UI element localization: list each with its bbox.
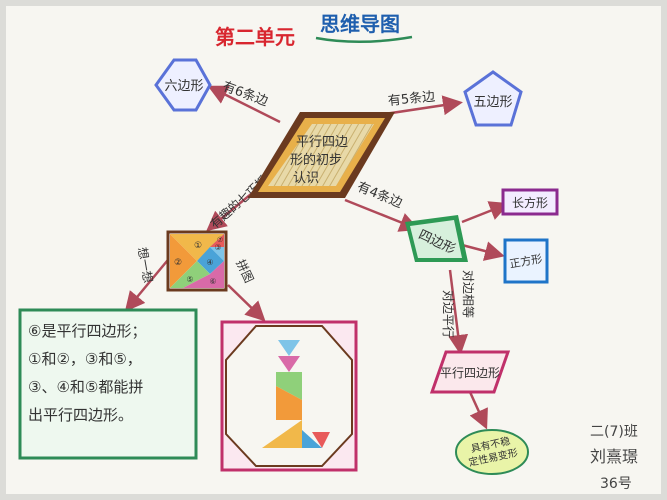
tangram-piece-5 xyxy=(170,261,210,288)
signature-name: 刘熹璟 xyxy=(590,447,638,466)
title-part1: 第二单元 xyxy=(215,25,295,49)
text-box-border xyxy=(18,308,198,460)
text-box-line4: 出平行四边形。 xyxy=(28,406,133,424)
center-shape-inner xyxy=(268,124,374,186)
tangram-number-2: ② xyxy=(174,258,182,268)
tangram-piece-4 xyxy=(197,247,224,274)
center-line2: 形的初步 xyxy=(290,152,342,168)
title: 第二单元 思维导图 xyxy=(215,12,413,49)
tangram-node: ① ② ③ ④ ⑤ ⑥ ⑦ xyxy=(166,230,228,292)
picture-piece-body xyxy=(276,372,302,400)
tangram-number-1: ① xyxy=(194,241,202,251)
text-box-line2: ①和②，③和⑤， xyxy=(28,350,142,368)
arrow-to-square xyxy=(461,241,505,261)
arrow-to-property xyxy=(468,391,488,430)
rectangle-node: 长方形 xyxy=(501,188,559,216)
parallelogram-shape xyxy=(429,350,511,394)
tangram-piece-6 xyxy=(183,261,224,288)
parallelogram-label: 平行四边形 xyxy=(440,366,500,380)
tangram-number-7: ⑦ xyxy=(217,236,223,244)
picture-piece-tail xyxy=(302,430,322,448)
hexagon-shape xyxy=(154,58,212,112)
square-shape xyxy=(503,238,549,284)
center-line3: 认识 xyxy=(293,171,319,186)
arrow-to-rectangle xyxy=(461,201,510,224)
rectangle-shape xyxy=(501,188,559,216)
tangram-piece-2 xyxy=(170,234,197,288)
picture-piece-foot xyxy=(312,432,330,448)
picture-piece-base xyxy=(262,420,302,448)
arrow-to-picture xyxy=(227,284,266,322)
tangram-picture-node xyxy=(220,320,358,472)
edge-label-pentagon: 有5条边 xyxy=(387,88,436,109)
picture-piece-head xyxy=(278,340,300,356)
tangram-number-6: ⑥ xyxy=(209,277,216,286)
label-opposite-equal: 对边相等 xyxy=(461,270,475,318)
title-underline xyxy=(315,35,413,43)
text-box-line1: ⑥是平行四边形； xyxy=(28,322,146,340)
parallelogram-node: 平行四边形 xyxy=(429,350,511,394)
rectangle-label: 长方形 xyxy=(512,195,548,210)
arrow-to-hexagon xyxy=(207,85,281,124)
label-opposite-parallel: 对边平行 xyxy=(441,290,455,338)
center-node: 平行四边 形的初步 认识 xyxy=(248,112,395,198)
tangram-number-5: ⑤ xyxy=(186,275,193,284)
tangram-number-4: ④ xyxy=(206,258,213,267)
hexagon-label: 六边形 xyxy=(164,79,203,94)
square-label: 正方形 xyxy=(508,251,543,271)
quad-shape-fill xyxy=(410,220,462,258)
square-node: 正方形 xyxy=(503,238,549,284)
signature-number: 36号 xyxy=(600,476,632,492)
property-node: 具有不稳 定性易变形 xyxy=(455,429,529,475)
picture-piece-belly xyxy=(276,386,302,420)
center-line1: 平行四边 xyxy=(296,135,348,150)
signature-class: 二(7)班 xyxy=(590,424,638,440)
title-part2: 思维导图 xyxy=(320,12,400,36)
picture-piece-neck xyxy=(278,356,300,372)
tangram-piece-1 xyxy=(170,234,224,261)
arrow-to-text-box xyxy=(124,254,173,312)
quad-node: 四边形 xyxy=(405,215,468,262)
branch-label-think: 想一想 xyxy=(135,246,156,284)
arrow-to-quad xyxy=(344,198,420,232)
arrow-to-parallelogram xyxy=(448,269,469,355)
text-box-node: ⑥是平行四边形； ①和②，③和⑤， ③、④和⑤都能拼 出平行四边形。 xyxy=(18,308,198,460)
pentagon-shape xyxy=(463,70,523,127)
pentagon-node: 五边形 xyxy=(463,70,523,127)
tangram-piece-7 xyxy=(210,234,224,247)
pentagon-label: 五边形 xyxy=(473,95,512,110)
property-ellipse xyxy=(455,429,529,475)
hexagon-node: 六边形 xyxy=(154,58,212,112)
text-box-line3: ③、④和⑤都能拼 xyxy=(28,378,143,396)
tangram-number-3: ③ xyxy=(214,243,221,252)
signature: 二(7)班 刘熹璟 36号 xyxy=(590,424,638,492)
